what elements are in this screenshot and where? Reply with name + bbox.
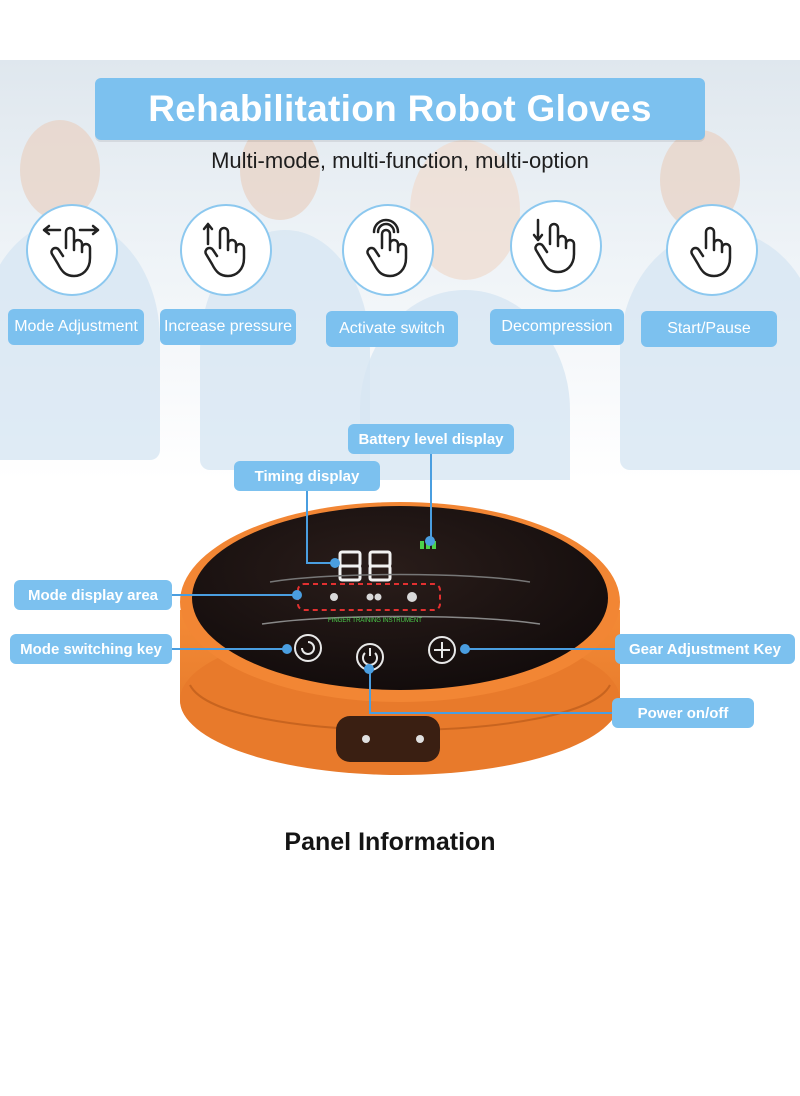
callout-battery: Battery level display [348,424,514,454]
callout-timing: Timing display [234,461,380,491]
display-face [192,506,608,690]
panel-title: Panel Information [284,828,496,856]
hand-tap-icon [342,204,434,296]
hand-press-icon [666,204,758,296]
hand-swipe-horizontal-icon [26,204,118,296]
hand-swipe-up-icon [180,204,272,296]
mode-icons [330,592,417,602]
title-banner: Rehabilitation Robot Gloves [95,78,705,140]
callout-connector [430,450,432,542]
callout-connector [166,648,286,650]
callout-dot [364,664,374,674]
callout-dot [292,590,302,600]
callout-connector [306,476,308,564]
gear-adjust-button[interactable] [428,636,456,664]
callout-power: Power on/off [612,698,754,728]
function-label: Decompression [490,309,624,345]
callout-connector [464,648,618,650]
callout-dot [460,644,470,654]
function-label: Activate switch [326,311,458,347]
callout-dot [330,558,340,568]
page-subtitle: Multi-mode, multi-function, multi-option [211,148,589,173]
callout-dot [282,644,292,654]
mode-switch-button[interactable] [294,634,322,662]
callout-mode-display: Mode display area [14,580,172,610]
function-label: Increase pressure [160,309,296,345]
callout-connector [369,668,371,714]
callout-connector [166,594,296,596]
hand-swipe-down-icon [510,200,602,292]
function-label: Start/Pause [641,311,777,347]
callout-connector [369,712,615,714]
timer-display [338,550,392,582]
callout-dot [425,536,435,546]
function-label: Mode Adjustment [8,309,144,345]
charging-port [336,716,440,762]
callout-gear: Gear Adjustment Key [615,634,795,664]
page-title: Rehabilitation Robot Gloves [148,88,652,129]
callout-connector [306,562,336,564]
brand-text: FINGER TRAINING INSTRUMENT [328,618,422,624]
callout-mode-switch: Mode switching key [10,634,172,664]
